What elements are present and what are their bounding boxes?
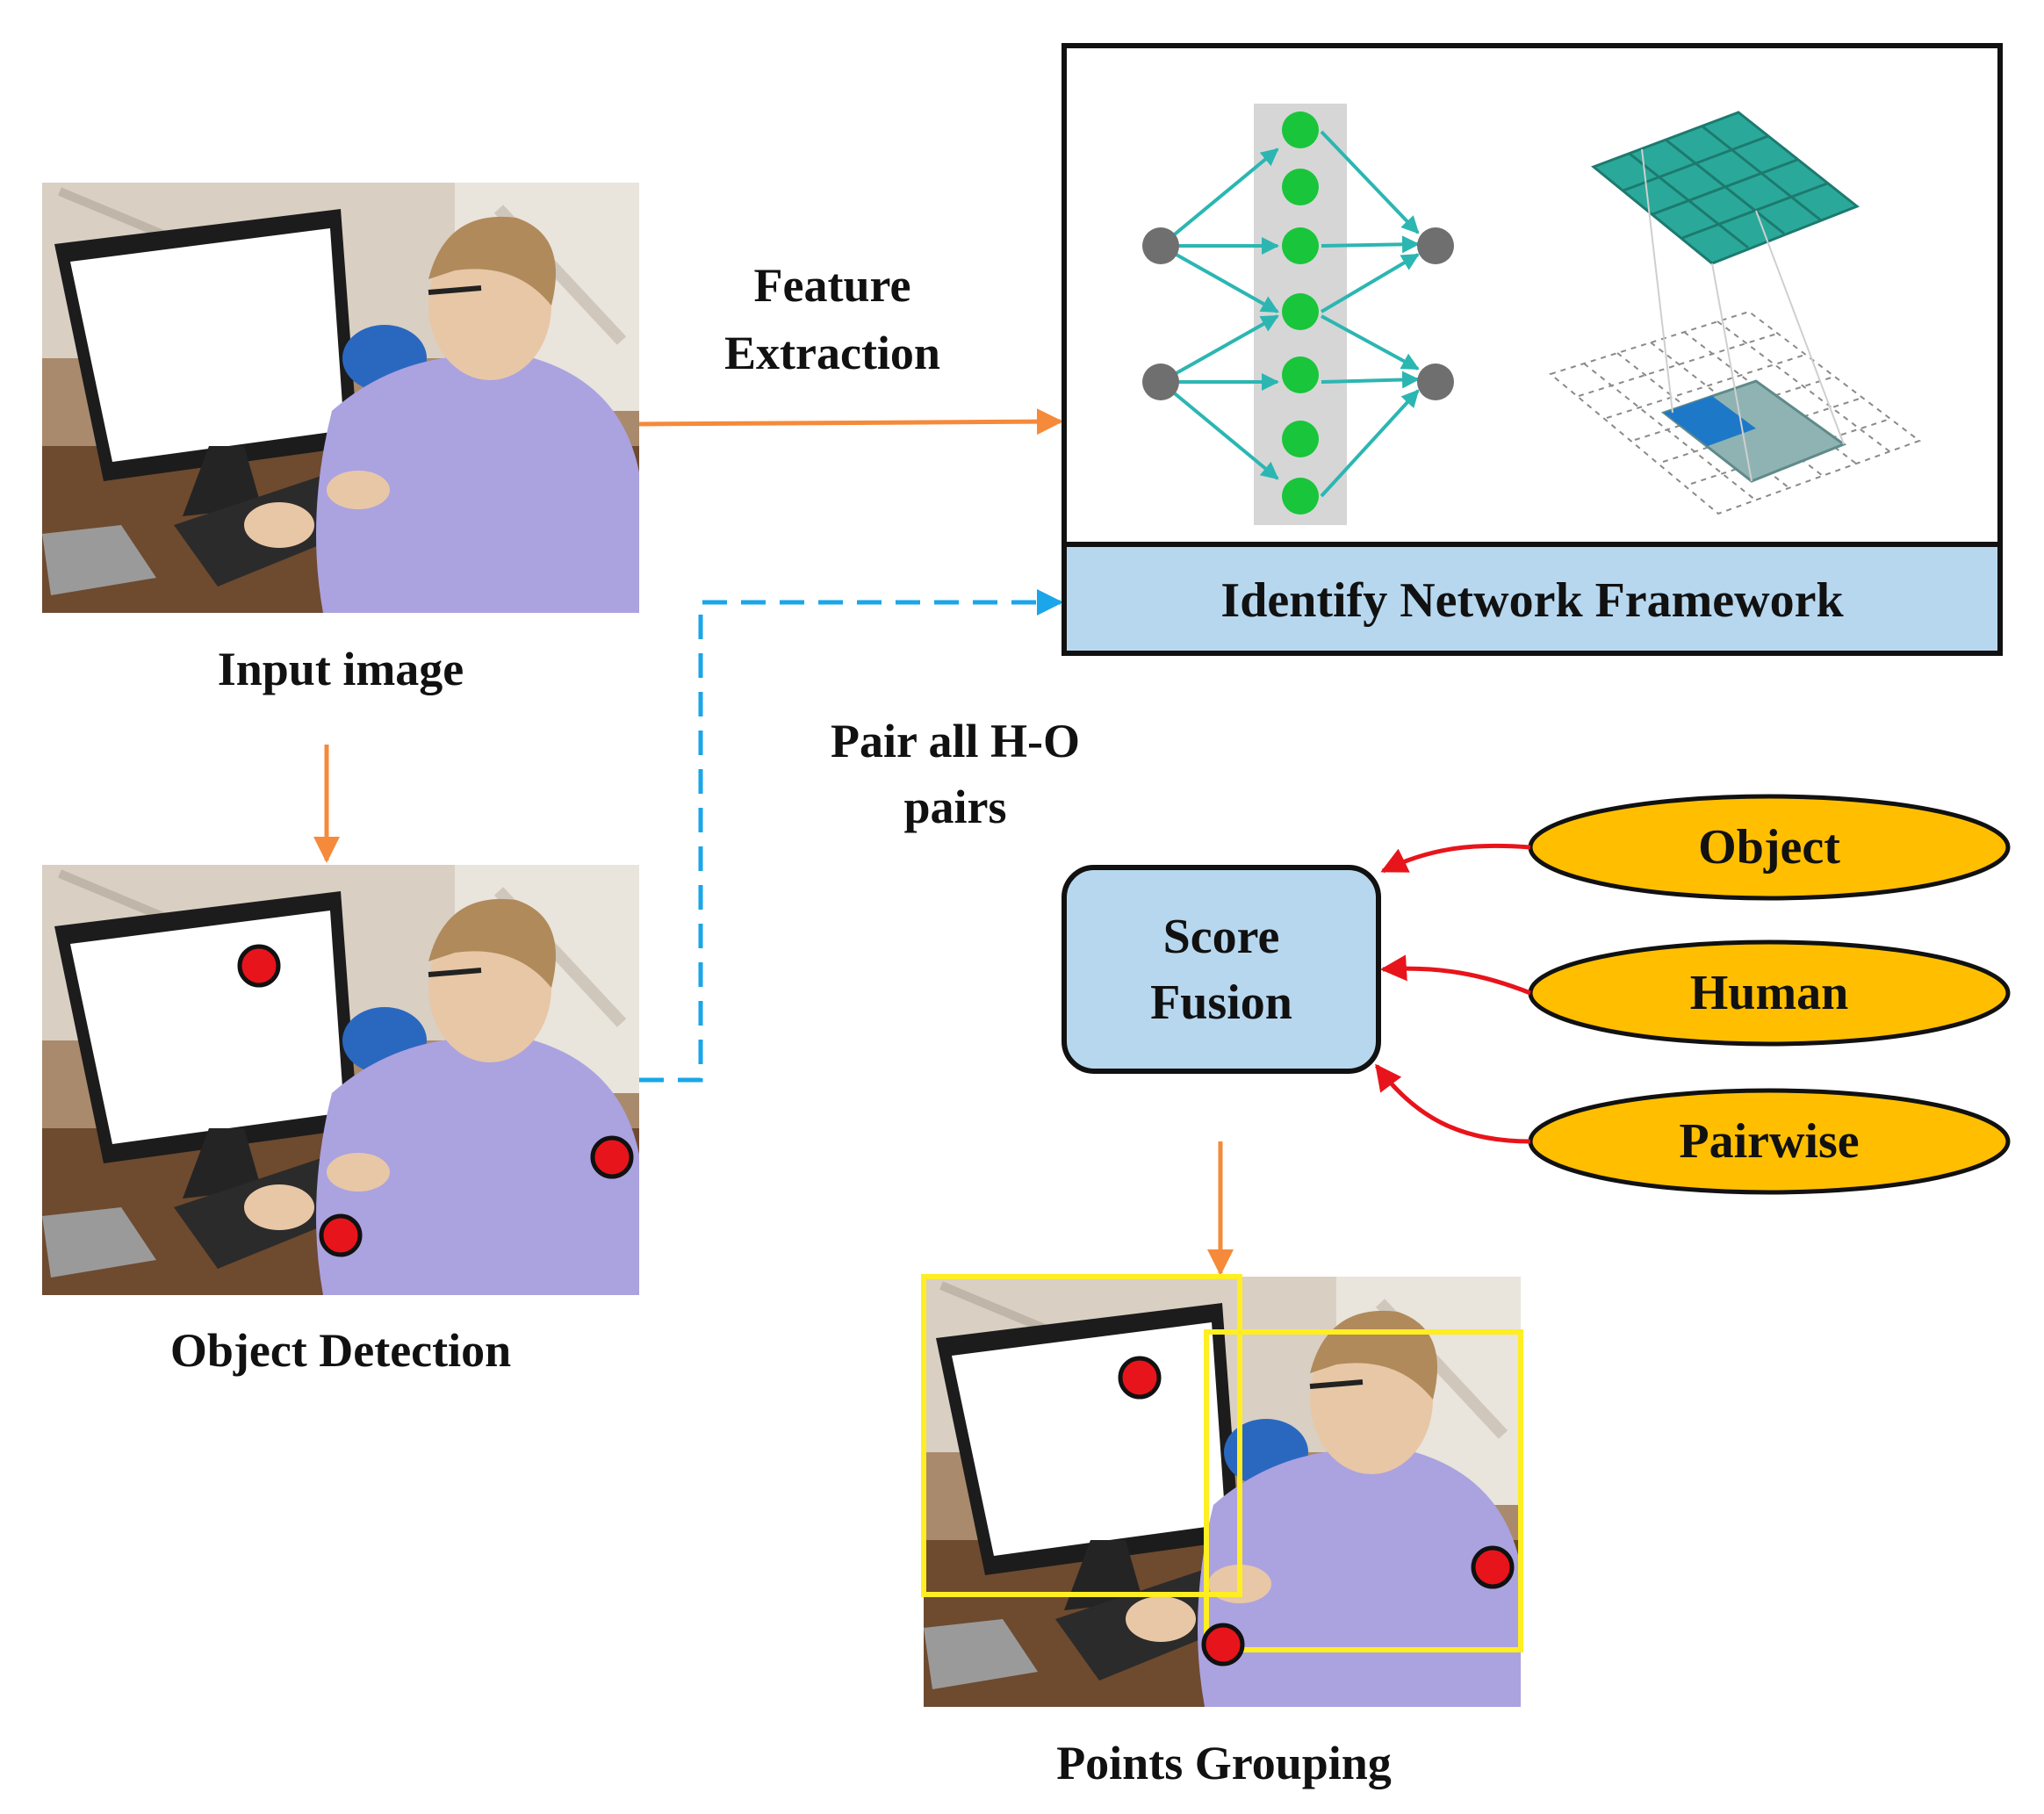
score-fusion-label: Score — [1163, 910, 1280, 964]
arrow-pair-dashed — [639, 589, 1063, 1083]
object-detection-label: Object Detection — [170, 1324, 511, 1377]
arrow-object-to-fusion — [1380, 843, 1531, 874]
score-input-label: Human — [1690, 966, 1849, 1020]
grouping-box-object — [921, 1274, 1242, 1597]
score-input-human: Human — [1528, 939, 2011, 1047]
detection-point — [1118, 1356, 1162, 1400]
network-framework-panel: Identify Network Framework — [1062, 43, 2003, 656]
network-framework-bar — [1062, 542, 2003, 656]
detection-point — [590, 1135, 634, 1179]
detection-point — [237, 944, 281, 988]
convolution-grid-icon — [1548, 111, 1922, 515]
score-input-label: Object — [1698, 820, 1840, 875]
score-input-label: Pairwise — [1679, 1114, 1859, 1169]
score-input-object: Object — [1528, 794, 2011, 901]
pair-hint-label: pairs — [903, 781, 1006, 833]
score-fusion-label: Fusion — [1150, 975, 1292, 1030]
input-image-label: Input image — [218, 643, 464, 695]
detection-point — [1471, 1545, 1515, 1589]
points-grouping-photo — [921, 1274, 1523, 1707]
score-input-pairwise: Pairwise — [1528, 1088, 2011, 1195]
detection-point — [1201, 1623, 1245, 1666]
arrow-pairwise-to-fusion — [1375, 1063, 1531, 1144]
feature-extraction-label: Extraction — [724, 327, 940, 379]
arrow-human-to-fusion — [1380, 954, 1531, 996]
score-fusion-box: Score Fusion — [1062, 865, 1381, 1074]
network-framework-label: Identify Network Framework — [1220, 573, 1844, 628]
input-image-photo — [42, 183, 639, 613]
feature-extraction-label: Feature — [754, 259, 911, 312]
neural-network-icon — [1142, 104, 1454, 525]
arrow-feature-extraction — [638, 408, 1063, 436]
object-detection-photo — [42, 865, 639, 1295]
pair-hint-label: Pair all H-O — [831, 715, 1080, 767]
points-grouping-label: Points Grouping — [1056, 1737, 1392, 1789]
grouping-box-human — [1204, 1329, 1523, 1652]
detection-point — [319, 1213, 363, 1257]
